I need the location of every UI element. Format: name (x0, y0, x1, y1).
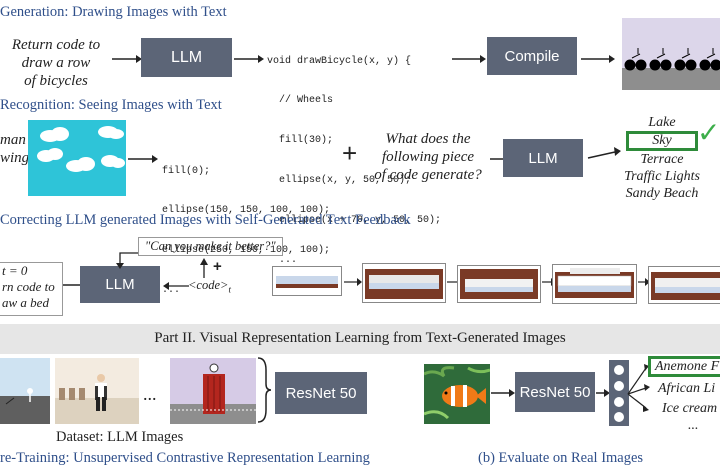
arrow-icon (638, 278, 650, 286)
prompt-line: draw a row (21, 55, 91, 71)
arrow-icon (452, 55, 486, 63)
code-label-subscript: t (228, 284, 231, 295)
section-b-title: Recognition: Seeing Images with Text (0, 97, 222, 113)
arrow-icon (112, 55, 142, 63)
arrow-icon (128, 155, 158, 163)
prompt-line: man (0, 132, 26, 148)
llm-box-a: LLM (141, 38, 232, 77)
question-line: What does the (385, 131, 471, 147)
section-b-prompt-fragment: man wing (0, 131, 30, 167)
bed-image-2 (362, 263, 446, 303)
left-caption: re-Training: Unsupervised Contrastive Re… (0, 450, 370, 466)
llm-image-1 (0, 358, 50, 424)
plus-sign: + (342, 138, 358, 168)
feedback-bubble: "Can you make it better?" (138, 237, 283, 256)
init-prompt-line: t = 0 (2, 263, 28, 278)
check-icon: ✓ (697, 116, 720, 149)
bed-image-1 (272, 266, 342, 296)
part2-band (0, 324, 720, 354)
code-line: ellipse(x, y, 50, 50); (267, 175, 412, 187)
code-label: <code>t (188, 278, 231, 295)
llm-box-c: LLM (80, 266, 160, 303)
init-prompt-line: aw a bed (2, 295, 49, 310)
back-arrow-icon (163, 282, 189, 290)
code-line: ... (162, 285, 181, 297)
question-text: What does the following piece of code ge… (368, 130, 488, 184)
init-prompt-box: t = 0 rn code to aw a bed (0, 262, 63, 316)
option-traffic-lights: Traffic Lights (624, 169, 700, 184)
prompt-line: Return code to (11, 37, 101, 53)
arrow-icon (344, 278, 362, 286)
prompt-line: wing (0, 150, 30, 166)
bicycles-render-image (622, 18, 720, 90)
brace-icon (257, 357, 272, 423)
init-prompt-line: rn code to (2, 279, 55, 294)
label-anemone-fish-selected: Anemone F (648, 356, 720, 377)
resnet-box-left: ResNet 50 (275, 372, 367, 414)
code-line: ellipse(150, 150, 100, 100); (162, 205, 331, 217)
fanout-arrows-icon (627, 364, 650, 412)
prompt-line: of bicycles (24, 73, 88, 89)
up-arrow-icon (200, 258, 208, 278)
arrow-icon (596, 389, 610, 397)
question-line: following piece (381, 149, 475, 165)
answer-options: Lake Sky Terrace Traffic Lights Sandy Be… (612, 114, 712, 202)
dataset-label: Dataset: LLM Images (56, 429, 184, 445)
compile-box: Compile (487, 37, 577, 75)
arrow-icon (581, 55, 615, 63)
code-line: fill(0); (162, 165, 211, 177)
code-label-text: <code> (188, 278, 229, 292)
sky-clouds-image (28, 120, 126, 196)
llm-box-b: LLM (503, 139, 583, 177)
bed-image-4 (552, 264, 637, 304)
label-african-lion: African Li (658, 381, 716, 396)
code-line: void drawBicycle(x, y) { (267, 55, 412, 67)
section-c-title: Correcting LLM generated Images with Sel… (0, 212, 411, 228)
dataset-ellipsis: ... (143, 384, 157, 404)
code-line: // Wheels (267, 95, 334, 107)
clownfish-image (424, 364, 490, 424)
label-ellipsis: ... (688, 418, 699, 433)
option-terrace: Terrace (640, 152, 684, 167)
feedback-arrow-icon (116, 252, 138, 269)
code-line: ellipse(x + 70, y, 50, 50); (267, 215, 442, 227)
bed-image-5 (648, 266, 720, 304)
feature-vector-icon (609, 360, 629, 426)
option-lake: Lake (648, 115, 676, 130)
code-line: ... (267, 255, 298, 267)
option-sandy-beach: Sandy Beach (625, 186, 699, 201)
class-labels: Anemone F African Li Ice cream ... (648, 356, 720, 434)
arrow-icon (491, 389, 515, 397)
label-ice-cream: Ice cream (662, 401, 718, 416)
bed-image-3 (457, 265, 541, 303)
arrow-icon (234, 55, 264, 63)
code-line: fill(30); (267, 135, 334, 147)
llm-image-2 (55, 358, 139, 424)
question-line: of code generate? (374, 167, 482, 183)
right-caption: (b) Evaluate on Real Images (478, 450, 644, 466)
arrow-icon (587, 147, 621, 159)
code-block-a: void drawBicycle(x, y) { // Wheels fill(… (267, 28, 441, 281)
option-sky-selected: Sky (626, 131, 698, 151)
section-a-title: Generation: Drawing Images with Text (0, 4, 227, 20)
plus-sign-c: + (213, 258, 222, 275)
llm-image-3 (170, 358, 256, 424)
resnet-box-right: ResNet 50 (515, 372, 595, 412)
section-a-prompt: Return code to draw a row of bicycles (0, 36, 112, 90)
part2-title: Part II. Visual Representation Learning … (154, 330, 566, 346)
